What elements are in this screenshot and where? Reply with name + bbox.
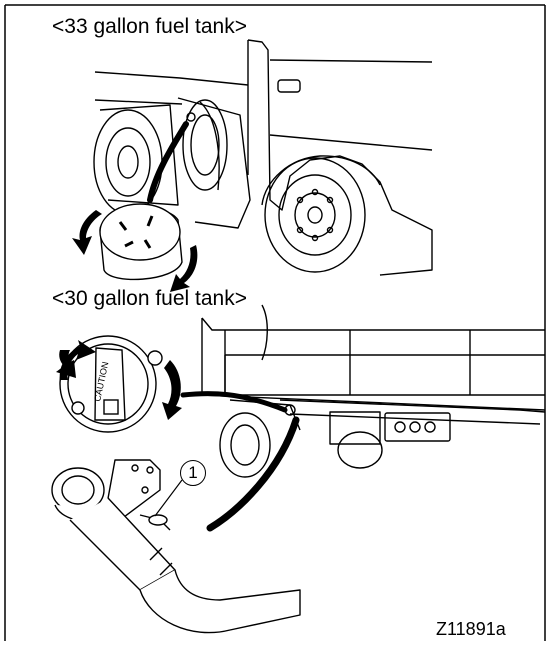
truck-30-body	[201, 304, 546, 445]
fuel-cap-33	[99, 203, 183, 281]
wheel-33	[264, 157, 366, 273]
callout-leader	[154, 479, 183, 517]
section-title-33-gallon: <33 gallon fuel tank>	[52, 15, 247, 38]
fuel-filler-assembly	[51, 459, 301, 634]
figure-code: Z11891a	[436, 619, 506, 639]
wheel-30	[219, 412, 383, 478]
rotation-arrows-30	[56, 340, 182, 420]
callout-number-1: 1	[180, 460, 206, 486]
rotation-arrows-33	[72, 210, 198, 292]
frame-border	[4, 4, 546, 641]
section-title-30-gallon: <30 gallon fuel tank>	[52, 287, 247, 310]
leader-33	[147, 121, 189, 203]
fuel-cap-30	[59, 335, 163, 433]
leader-30-top	[180, 391, 288, 413]
leader-30-bottom	[206, 416, 300, 532]
cap-location-33	[186, 112, 196, 122]
